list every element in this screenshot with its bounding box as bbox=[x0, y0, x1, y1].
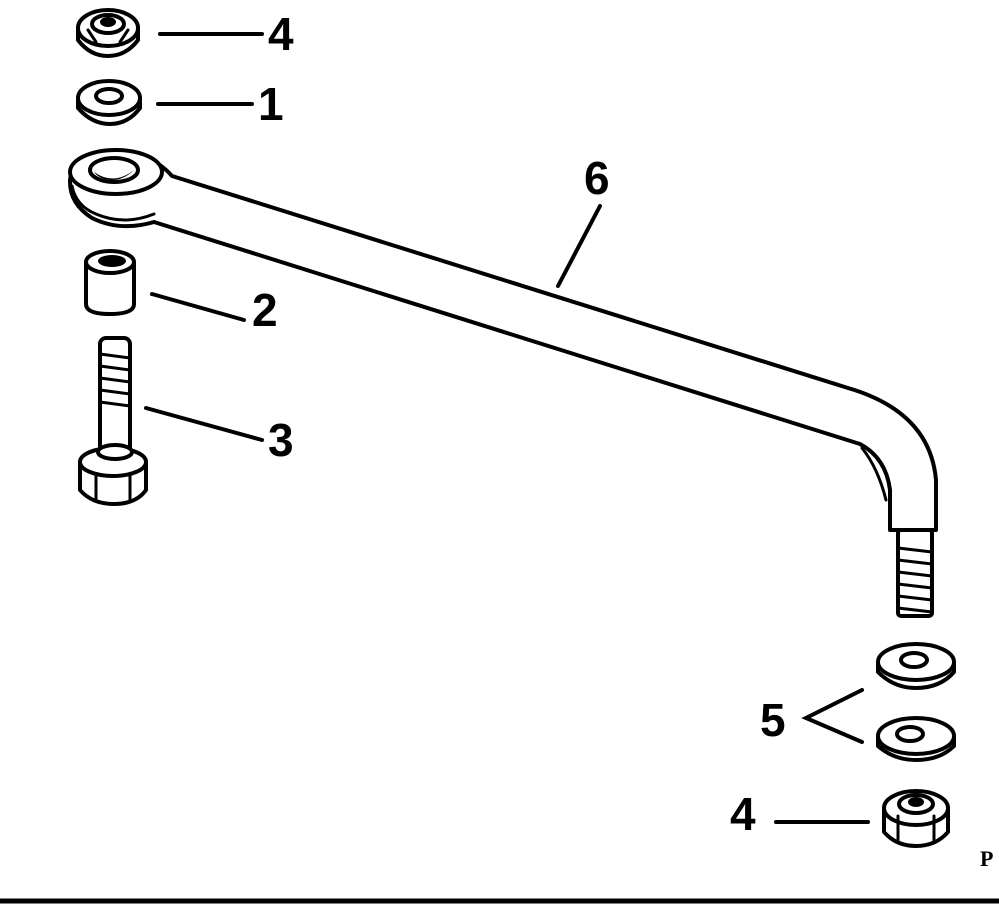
washer-top bbox=[76, 79, 142, 126]
callout-rod: 6 bbox=[584, 152, 610, 204]
callout-washers-bottom: 5 bbox=[760, 694, 786, 746]
leader-bushing bbox=[150, 292, 246, 322]
leader-washers-bottom bbox=[801, 688, 864, 744]
nut-top bbox=[76, 8, 140, 58]
callout-bushing: 2 bbox=[252, 284, 278, 336]
bushing bbox=[84, 249, 136, 316]
washers-bottom bbox=[876, 642, 956, 762]
nut-bottom bbox=[882, 789, 950, 848]
callout-nut-top: 4 bbox=[268, 8, 294, 60]
leader-bolt bbox=[144, 406, 264, 442]
leader-rod bbox=[556, 204, 602, 288]
steering-rod bbox=[68, 148, 938, 618]
corner-code: P bbox=[980, 846, 993, 871]
callout-nut-bottom: 4 bbox=[730, 788, 756, 840]
bolt bbox=[78, 336, 148, 506]
callout-washer-top: 1 bbox=[258, 78, 284, 130]
callout-bolt: 3 bbox=[268, 414, 294, 466]
